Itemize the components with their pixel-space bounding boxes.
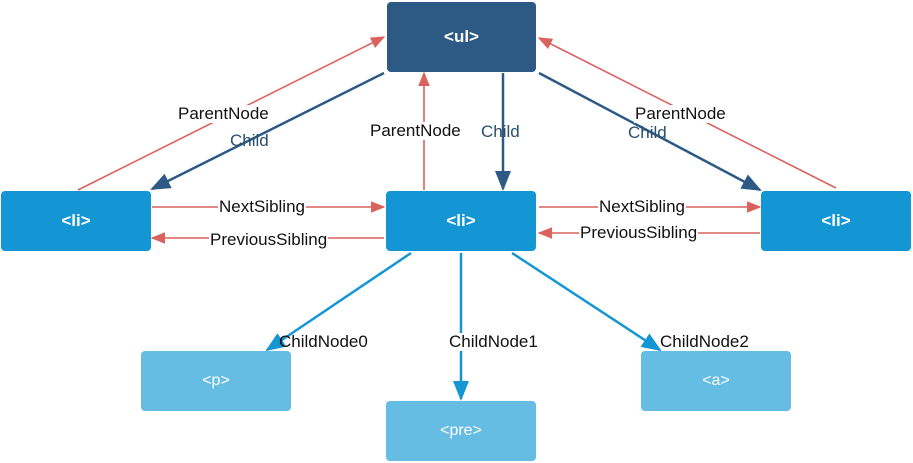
a-node: <a> <box>641 351 791 411</box>
childnode2-arrow <box>511 251 662 352</box>
childnode0-label: ChildNode0 <box>279 332 368 351</box>
child-label-right: Child <box>628 123 667 142</box>
pre-node: <pre> <box>386 401 536 461</box>
parent-label-center: ParentNode <box>369 121 462 140</box>
parent-label-right: ParentNode <box>634 104 727 123</box>
parent-label-left: ParentNode <box>177 104 270 123</box>
child-arrow-right <box>538 71 762 192</box>
childnode2-label: ChildNode2 <box>660 332 749 351</box>
child-label-left: Child <box>230 131 269 150</box>
next-sibling-label-right: NextSibling <box>598 197 686 216</box>
childnode0-arrow <box>265 251 412 352</box>
li-node-right: <li> <box>761 191 911 251</box>
li-node-left: <li> <box>1 191 151 251</box>
child-label-center: Child <box>481 122 520 141</box>
ul-node: <ul> <box>387 2 536 72</box>
prev-sibling-label-right: PreviousSibling <box>579 223 699 242</box>
next-sibling-label-left: NextSibling <box>218 197 306 216</box>
prev-sibling-label-left: PreviousSibling <box>209 230 329 249</box>
li-node-center: <li> <box>386 191 536 251</box>
childnode1-label: ChildNode1 <box>448 332 539 351</box>
child-arrow-left <box>150 71 385 191</box>
p-node: <p> <box>141 351 291 411</box>
